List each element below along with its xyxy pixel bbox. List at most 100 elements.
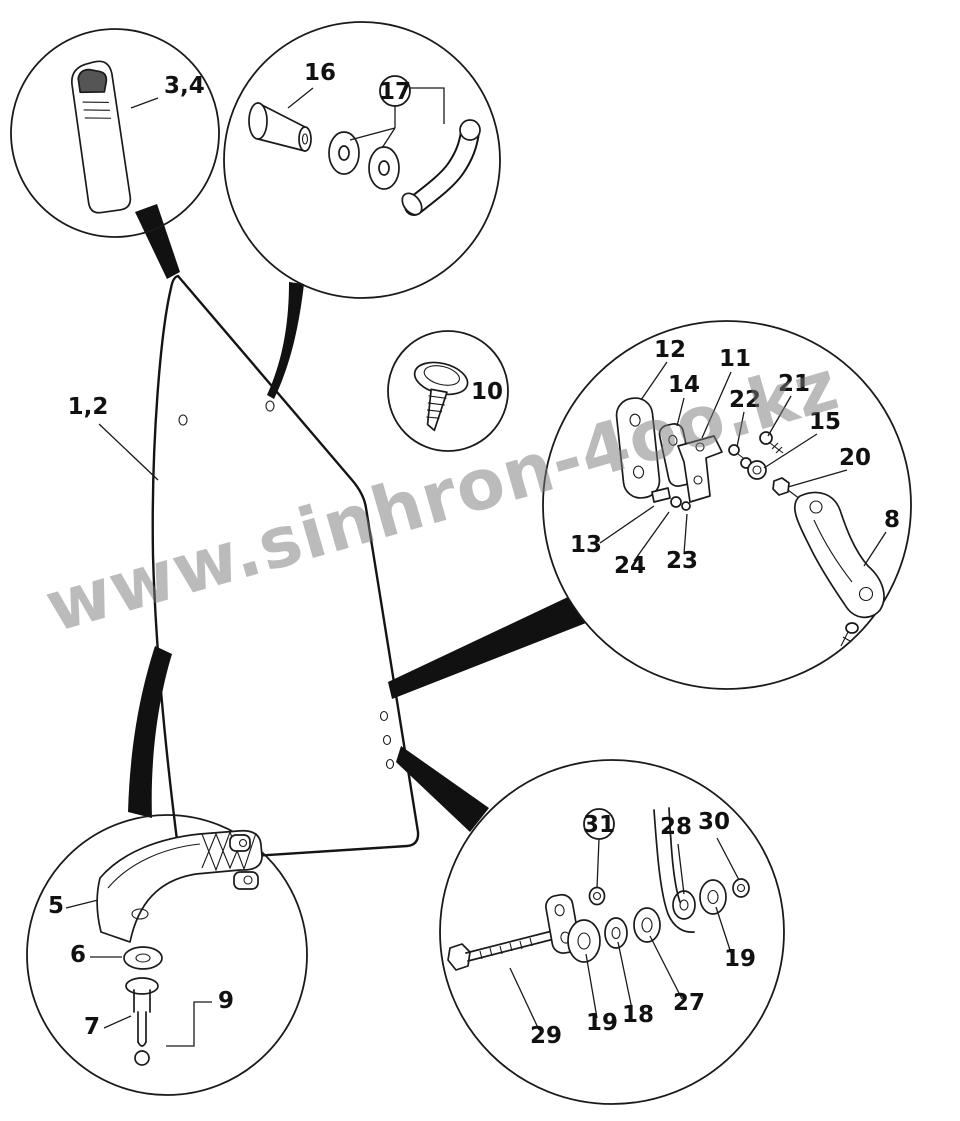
nut-30-part [732,878,750,898]
long-bolt-part [447,928,563,971]
seal-profile-part [70,60,132,214]
arm-bolt-thread [842,636,851,642]
washer-body [672,890,696,920]
part-label-27: 27 [673,990,705,1016]
strap-plate-hole [554,904,565,917]
handle-fill [406,124,478,214]
roller-assembly [447,807,750,971]
washer-pair-part [328,131,400,190]
part-label-29: 29 [530,1023,562,1049]
cone-part [248,102,312,152]
leader-panel [98,423,159,481]
nut-31-part [588,886,606,906]
part-label-9: 9 [218,988,234,1014]
circled-label-31 [583,808,615,840]
hinge-backplate-part [615,397,661,499]
bracket-hole [131,908,149,920]
roller-body [699,879,727,915]
leader-bolt-29 [509,967,540,1031]
leader-pin-7 [103,1015,132,1029]
backplate-hole [632,465,645,479]
part-label-12: 12 [654,337,686,363]
long-bolt-thread [489,947,493,957]
leader-small-screws [736,411,745,448]
leader-hinge-bracket [701,371,732,439]
long-bolt-head [447,943,471,971]
hinge-bracket-hole [693,475,703,485]
seal-clip-core [77,68,108,94]
seal-hatch [82,101,109,103]
roller-right-part [699,879,727,915]
pointer-wedge-roller [396,746,489,832]
leader-seal [130,97,159,109]
arm-bolt-shaft [840,631,849,647]
leader-roller-right [715,906,732,954]
upper-screw-head [759,431,773,445]
hinge-bracket-part [677,435,723,503]
spacer-hole [611,926,621,940]
bolt-part [772,477,801,500]
panel-hole [379,710,389,722]
pin-ball [134,1050,150,1066]
stay-arm-hole [809,500,823,514]
part-label-18: 18 [622,1002,654,1028]
leader-roller-left [585,953,598,1019]
screw-thread [426,416,440,419]
nut-hole [736,883,746,893]
seal-body [70,60,132,214]
panel-hole [385,758,395,770]
leader-hinge-plate [676,397,685,427]
pin-tip [137,1041,147,1047]
seal-hatch [84,117,112,119]
long-bolt-thread [479,950,483,960]
bracket-ear [233,871,259,890]
leader-nut-31 [596,838,600,889]
leader-bracket [65,899,99,909]
pointer-wedge-bracket [128,646,172,818]
part-label-30: 30 [698,809,730,835]
leader-hinge-lower [599,505,655,544]
washer-body [633,907,661,943]
washer-hole [338,145,350,161]
seal-hatch [83,109,110,111]
washer-27-part [633,907,661,943]
nut-hole [592,891,602,901]
bolt-head [772,477,790,496]
detail-circle-seal [10,28,220,238]
leader-washers [381,127,396,149]
upper-screw-thread [771,442,779,450]
washer-hole [641,917,653,933]
stay-arm-contour [813,519,853,583]
leader-pin-23 [683,513,688,555]
leader-pin-group-9 [166,1001,212,1047]
part-label-17: 17 [379,79,411,105]
pivot-pin-part [125,977,159,1066]
pin-flange [125,977,159,995]
handle-knob [459,119,481,141]
hinge-bracket-body [677,435,723,503]
cone-base [248,102,268,140]
roller-hole [577,932,591,950]
part-label-3-4: 3,4 [164,73,205,99]
pointer-wedge-handle [267,282,304,399]
upper-screw-thread [775,446,783,454]
leader-cone [287,87,314,109]
long-bolt-shaft [467,936,563,962]
part-label-19-right: 19 [724,946,756,972]
part-label-14: 14 [668,372,700,398]
pointer-wedge-seal [135,204,180,279]
part-label-13: 13 [570,532,602,558]
washer-part [123,946,163,970]
long-bolt-thread [499,945,503,955]
leader-washer-27 [649,935,683,1000]
part-label-11: 11 [719,346,751,372]
leader-bolt [787,469,848,488]
long-bolt-shaft [465,928,561,954]
circled-label-17 [379,75,411,107]
panel-hole [382,734,392,746]
washer-28-part [672,890,696,920]
cone-tip-hole [301,133,309,145]
screw-head-top [423,365,460,386]
screw-thread [427,402,445,406]
leader-washers [409,87,445,124]
